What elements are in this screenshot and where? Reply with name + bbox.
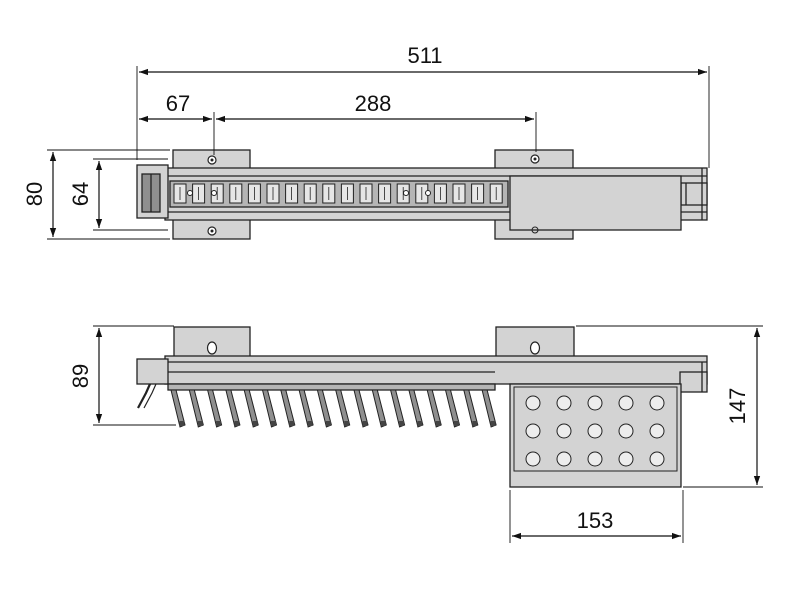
hook-tip bbox=[234, 421, 240, 426]
basket-hole bbox=[587, 395, 603, 411]
basket-hole bbox=[649, 395, 665, 411]
basket-hole bbox=[525, 395, 541, 411]
screw-hole bbox=[210, 158, 214, 162]
basket-holes bbox=[525, 395, 665, 467]
hook bbox=[426, 389, 442, 428]
hook bbox=[481, 389, 497, 428]
dimensions: 511 67 288 80 64 89 147 153 bbox=[22, 43, 763, 543]
dim-rail-depth: 64 bbox=[68, 182, 93, 206]
hook-tip bbox=[179, 421, 185, 426]
end-stop-right bbox=[680, 182, 708, 206]
rivet bbox=[425, 190, 431, 196]
basket-hole bbox=[525, 423, 541, 439]
hook bbox=[389, 389, 406, 428]
dim-bracket-spacing: 288 bbox=[355, 91, 392, 116]
hook-tip bbox=[289, 421, 295, 426]
release-lever bbox=[137, 383, 152, 409]
hook bbox=[170, 389, 186, 428]
dim-total-depth: 80 bbox=[22, 182, 47, 206]
hook bbox=[316, 389, 332, 428]
rivet bbox=[187, 190, 193, 196]
hook-slots bbox=[173, 183, 503, 204]
basket-hole bbox=[556, 423, 572, 439]
end-stop-side bbox=[679, 371, 708, 393]
rivet bbox=[211, 190, 217, 196]
hook bbox=[298, 389, 314, 428]
basket-hole bbox=[618, 451, 634, 467]
side-view bbox=[136, 326, 708, 488]
dim-total-height: 147 bbox=[725, 388, 750, 425]
hook-tip bbox=[472, 421, 478, 426]
basket-top-view bbox=[509, 175, 682, 231]
hook-tip bbox=[307, 421, 313, 426]
hook bbox=[206, 389, 223, 428]
hook-tip bbox=[490, 421, 496, 426]
basket-hole bbox=[525, 451, 541, 467]
hooks bbox=[170, 389, 497, 428]
hook bbox=[188, 389, 204, 428]
hook-tip bbox=[417, 421, 423, 426]
rivet bbox=[403, 190, 409, 196]
dim-rail-height: 89 bbox=[68, 364, 93, 388]
hook-tip bbox=[399, 421, 405, 426]
hook-tip bbox=[252, 421, 258, 426]
basket-hole bbox=[649, 423, 665, 439]
hook-tip bbox=[197, 421, 203, 426]
hook bbox=[408, 389, 424, 428]
dim-bracket-offset: 67 bbox=[166, 91, 190, 116]
end-cap-side bbox=[136, 358, 169, 385]
dim-overall-length: 511 bbox=[407, 43, 442, 68]
hook-holder-strip bbox=[167, 383, 496, 391]
basket-hole bbox=[587, 451, 603, 467]
hook-tip bbox=[380, 421, 386, 426]
hook bbox=[353, 389, 369, 428]
rail-side bbox=[164, 355, 708, 385]
hook bbox=[463, 389, 479, 428]
hook-tip bbox=[435, 421, 441, 426]
hook bbox=[335, 389, 351, 428]
basket-hole bbox=[587, 423, 603, 439]
basket-hole bbox=[618, 395, 634, 411]
screw-hole bbox=[533, 157, 537, 161]
top-view bbox=[136, 149, 708, 240]
hook-tip bbox=[362, 421, 368, 426]
basket-hole bbox=[649, 451, 665, 467]
hook-tip bbox=[216, 421, 222, 426]
hook-tip bbox=[344, 421, 350, 426]
hook-slot-strip bbox=[169, 180, 509, 208]
dim-basket-width: 153 bbox=[577, 508, 614, 533]
hook bbox=[243, 389, 259, 428]
hook bbox=[261, 389, 278, 428]
hook bbox=[371, 389, 387, 428]
hook-tip bbox=[271, 421, 276, 426]
basket-hole bbox=[556, 451, 572, 467]
screw-hole bbox=[529, 341, 541, 355]
screw-hole bbox=[210, 229, 214, 233]
hook bbox=[280, 389, 296, 428]
hook bbox=[225, 389, 241, 428]
basket-inner bbox=[513, 386, 678, 472]
hook-tip bbox=[454, 421, 459, 426]
basket-hole bbox=[556, 395, 572, 411]
basket-hole bbox=[618, 423, 634, 439]
hook bbox=[444, 389, 461, 428]
hook-tip bbox=[325, 421, 331, 426]
screw-hole bbox=[206, 341, 218, 355]
